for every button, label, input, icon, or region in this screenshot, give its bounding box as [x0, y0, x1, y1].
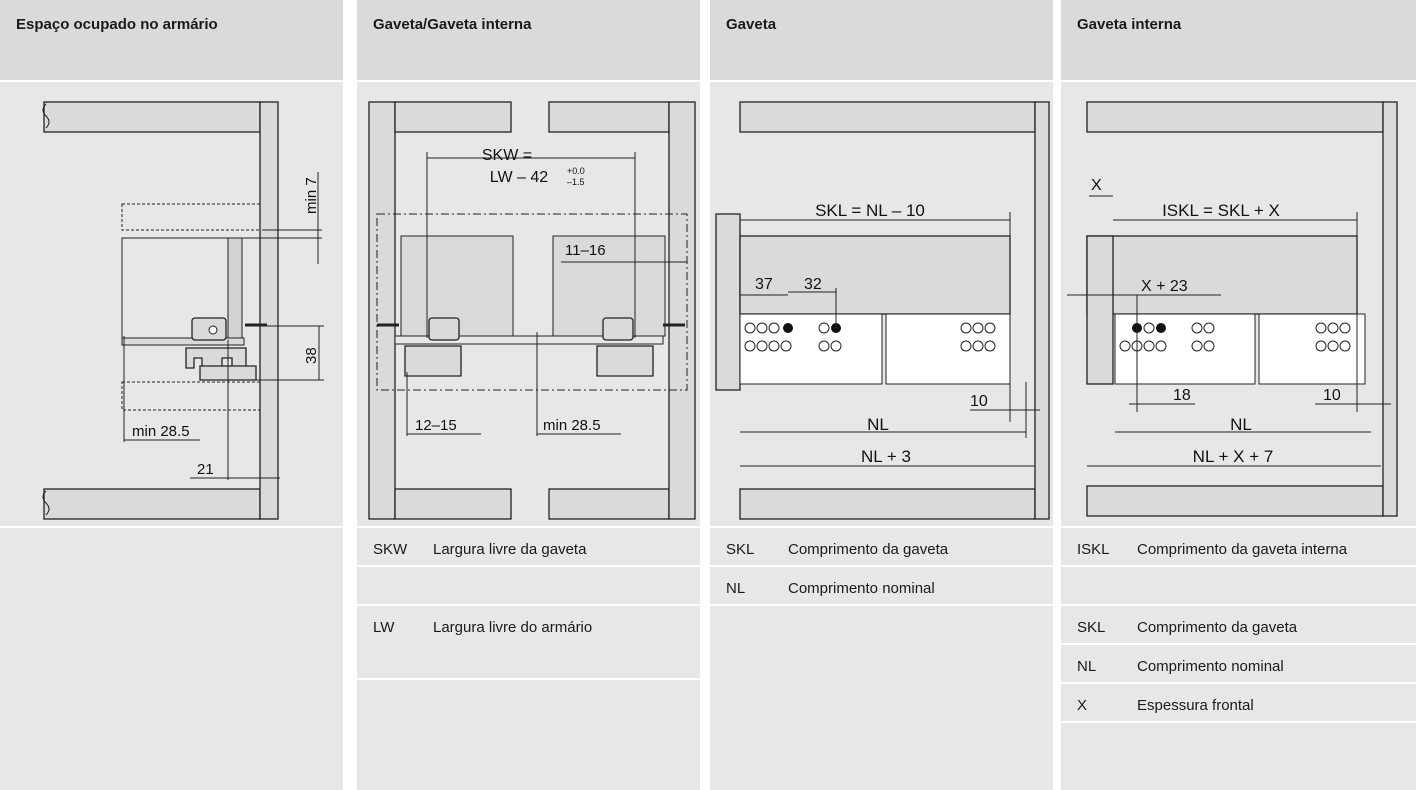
column-title: Espaço ocupado no armário	[16, 16, 218, 33]
dim-lw42: LW – 42	[490, 169, 549, 186]
legend-panel	[0, 528, 343, 790]
column-header: Gaveta interna	[1061, 0, 1416, 80]
dim-12-15: 12–15	[415, 417, 457, 434]
dim-skl: SKL = NL – 10	[815, 201, 925, 220]
dim-18: 18	[1173, 387, 1191, 404]
column-inner-drawer: Gaveta interna	[1061, 0, 1416, 790]
diagram-cabinet-space: min 7 38 min 28.5 21	[0, 82, 343, 526]
dim-nl: NL	[867, 415, 889, 434]
column-cabinet-space: Espaço ocupado no armário	[0, 0, 343, 790]
column-title: Gaveta interna	[1077, 16, 1182, 33]
dim-nl: NL	[1230, 415, 1252, 434]
column-header: Espaço ocupado no armário	[0, 0, 343, 80]
dim-tol-up: +0.0	[567, 166, 585, 176]
dim-38: 38	[303, 347, 320, 364]
column-drawer-inner-drawer: Gaveta/Gaveta interna	[357, 0, 700, 790]
dim-21: 21	[197, 461, 214, 478]
dim-37: 37	[755, 276, 773, 293]
column-header: Gaveta	[710, 0, 1053, 80]
dim-10: 10	[970, 393, 988, 410]
dim-skw: SKW =	[482, 147, 532, 164]
diagram-drawer-width: SKW = LW – 42 +0.0 –1.5 11–16 12–15 min …	[357, 82, 700, 526]
dim-x: X	[1091, 177, 1102, 194]
dim-tol-dn: –1.5	[567, 177, 585, 187]
dim-min7: min 7	[303, 177, 320, 214]
dim-10: 10	[1323, 387, 1341, 404]
dim-x23: X + 23	[1141, 278, 1188, 295]
legend-row	[1061, 567, 1416, 606]
dim-32: 32	[804, 276, 822, 293]
dim-min28-5: min 28.5	[132, 423, 190, 440]
dim-iskl: ISKL = SKL + X	[1162, 201, 1280, 220]
diagram-inner-drawer-length: X ISKL = SKL + X X + 23 18 10 NL NL + X …	[1061, 82, 1416, 526]
column-drawer: Gaveta	[710, 0, 1053, 790]
legend-row	[357, 567, 700, 606]
column-title: Gaveta	[726, 16, 777, 33]
dim-nlx7: NL + X + 7	[1193, 447, 1274, 466]
diagram-drawer-length: SKL = NL – 10 37 32 10 NL NL + 3	[710, 82, 1053, 526]
dim-min28-5: min 28.5	[543, 417, 601, 434]
column-title: Gaveta/Gaveta interna	[373, 16, 532, 33]
dim-11-16: 11–16	[565, 242, 606, 259]
column-header: Gaveta/Gaveta interna	[357, 0, 700, 80]
dim-nl3: NL + 3	[861, 447, 911, 466]
